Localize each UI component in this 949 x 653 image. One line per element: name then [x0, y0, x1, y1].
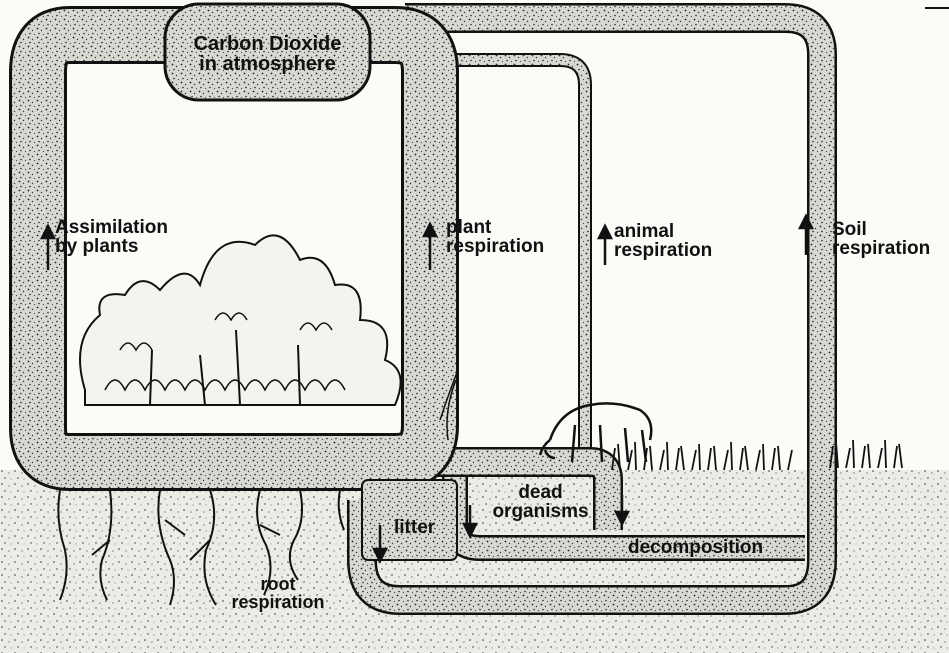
co2-label: Carbon Dioxide in atmosphere [170, 34, 365, 74]
soil-respiration-label: Soil respiration [832, 220, 930, 258]
assimilation-label: Assimilation by plants [55, 218, 168, 256]
root-respiration-label: root respiration [218, 575, 338, 611]
tree-icon [80, 235, 401, 405]
soil-area [0, 470, 949, 653]
dead-organisms-label: dead organisms [478, 483, 603, 521]
litter-label: litter [394, 518, 435, 537]
animal-respiration-label: animal respiration [614, 222, 712, 260]
plant-respiration-label: plant respiration [446, 218, 544, 256]
decomposition-label: decomposition [628, 538, 763, 557]
